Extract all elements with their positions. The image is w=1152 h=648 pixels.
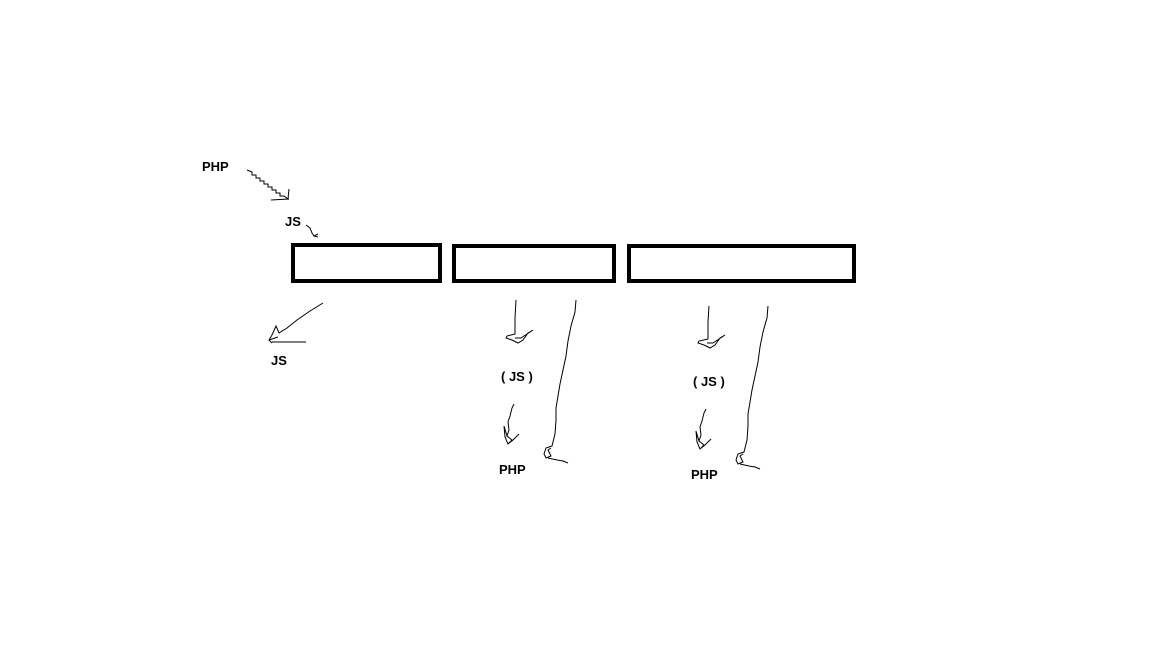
box-3 bbox=[627, 244, 856, 283]
arrow-js-right bbox=[697, 305, 726, 349]
arrow-js-mid bbox=[505, 299, 534, 344]
label-php-mid: PHP bbox=[499, 462, 526, 477]
line-long-mid bbox=[543, 299, 577, 464]
label-php-top: PHP bbox=[202, 159, 229, 174]
arrow-php-mid bbox=[503, 403, 520, 445]
arrow-js-top bbox=[305, 224, 319, 238]
label-js-left: JS bbox=[271, 353, 287, 368]
label-php-right: PHP bbox=[691, 467, 718, 482]
arrow-php-top bbox=[246, 169, 290, 201]
label-js-top: JS bbox=[285, 214, 301, 229]
arrow-js-left bbox=[268, 302, 324, 344]
line-long-right bbox=[735, 305, 769, 470]
label-js-mid: ( JS ) bbox=[501, 369, 533, 384]
box-2 bbox=[452, 244, 616, 283]
label-js-right: ( JS ) bbox=[693, 374, 725, 389]
arrow-php-right bbox=[695, 408, 712, 450]
box-1 bbox=[291, 243, 442, 283]
